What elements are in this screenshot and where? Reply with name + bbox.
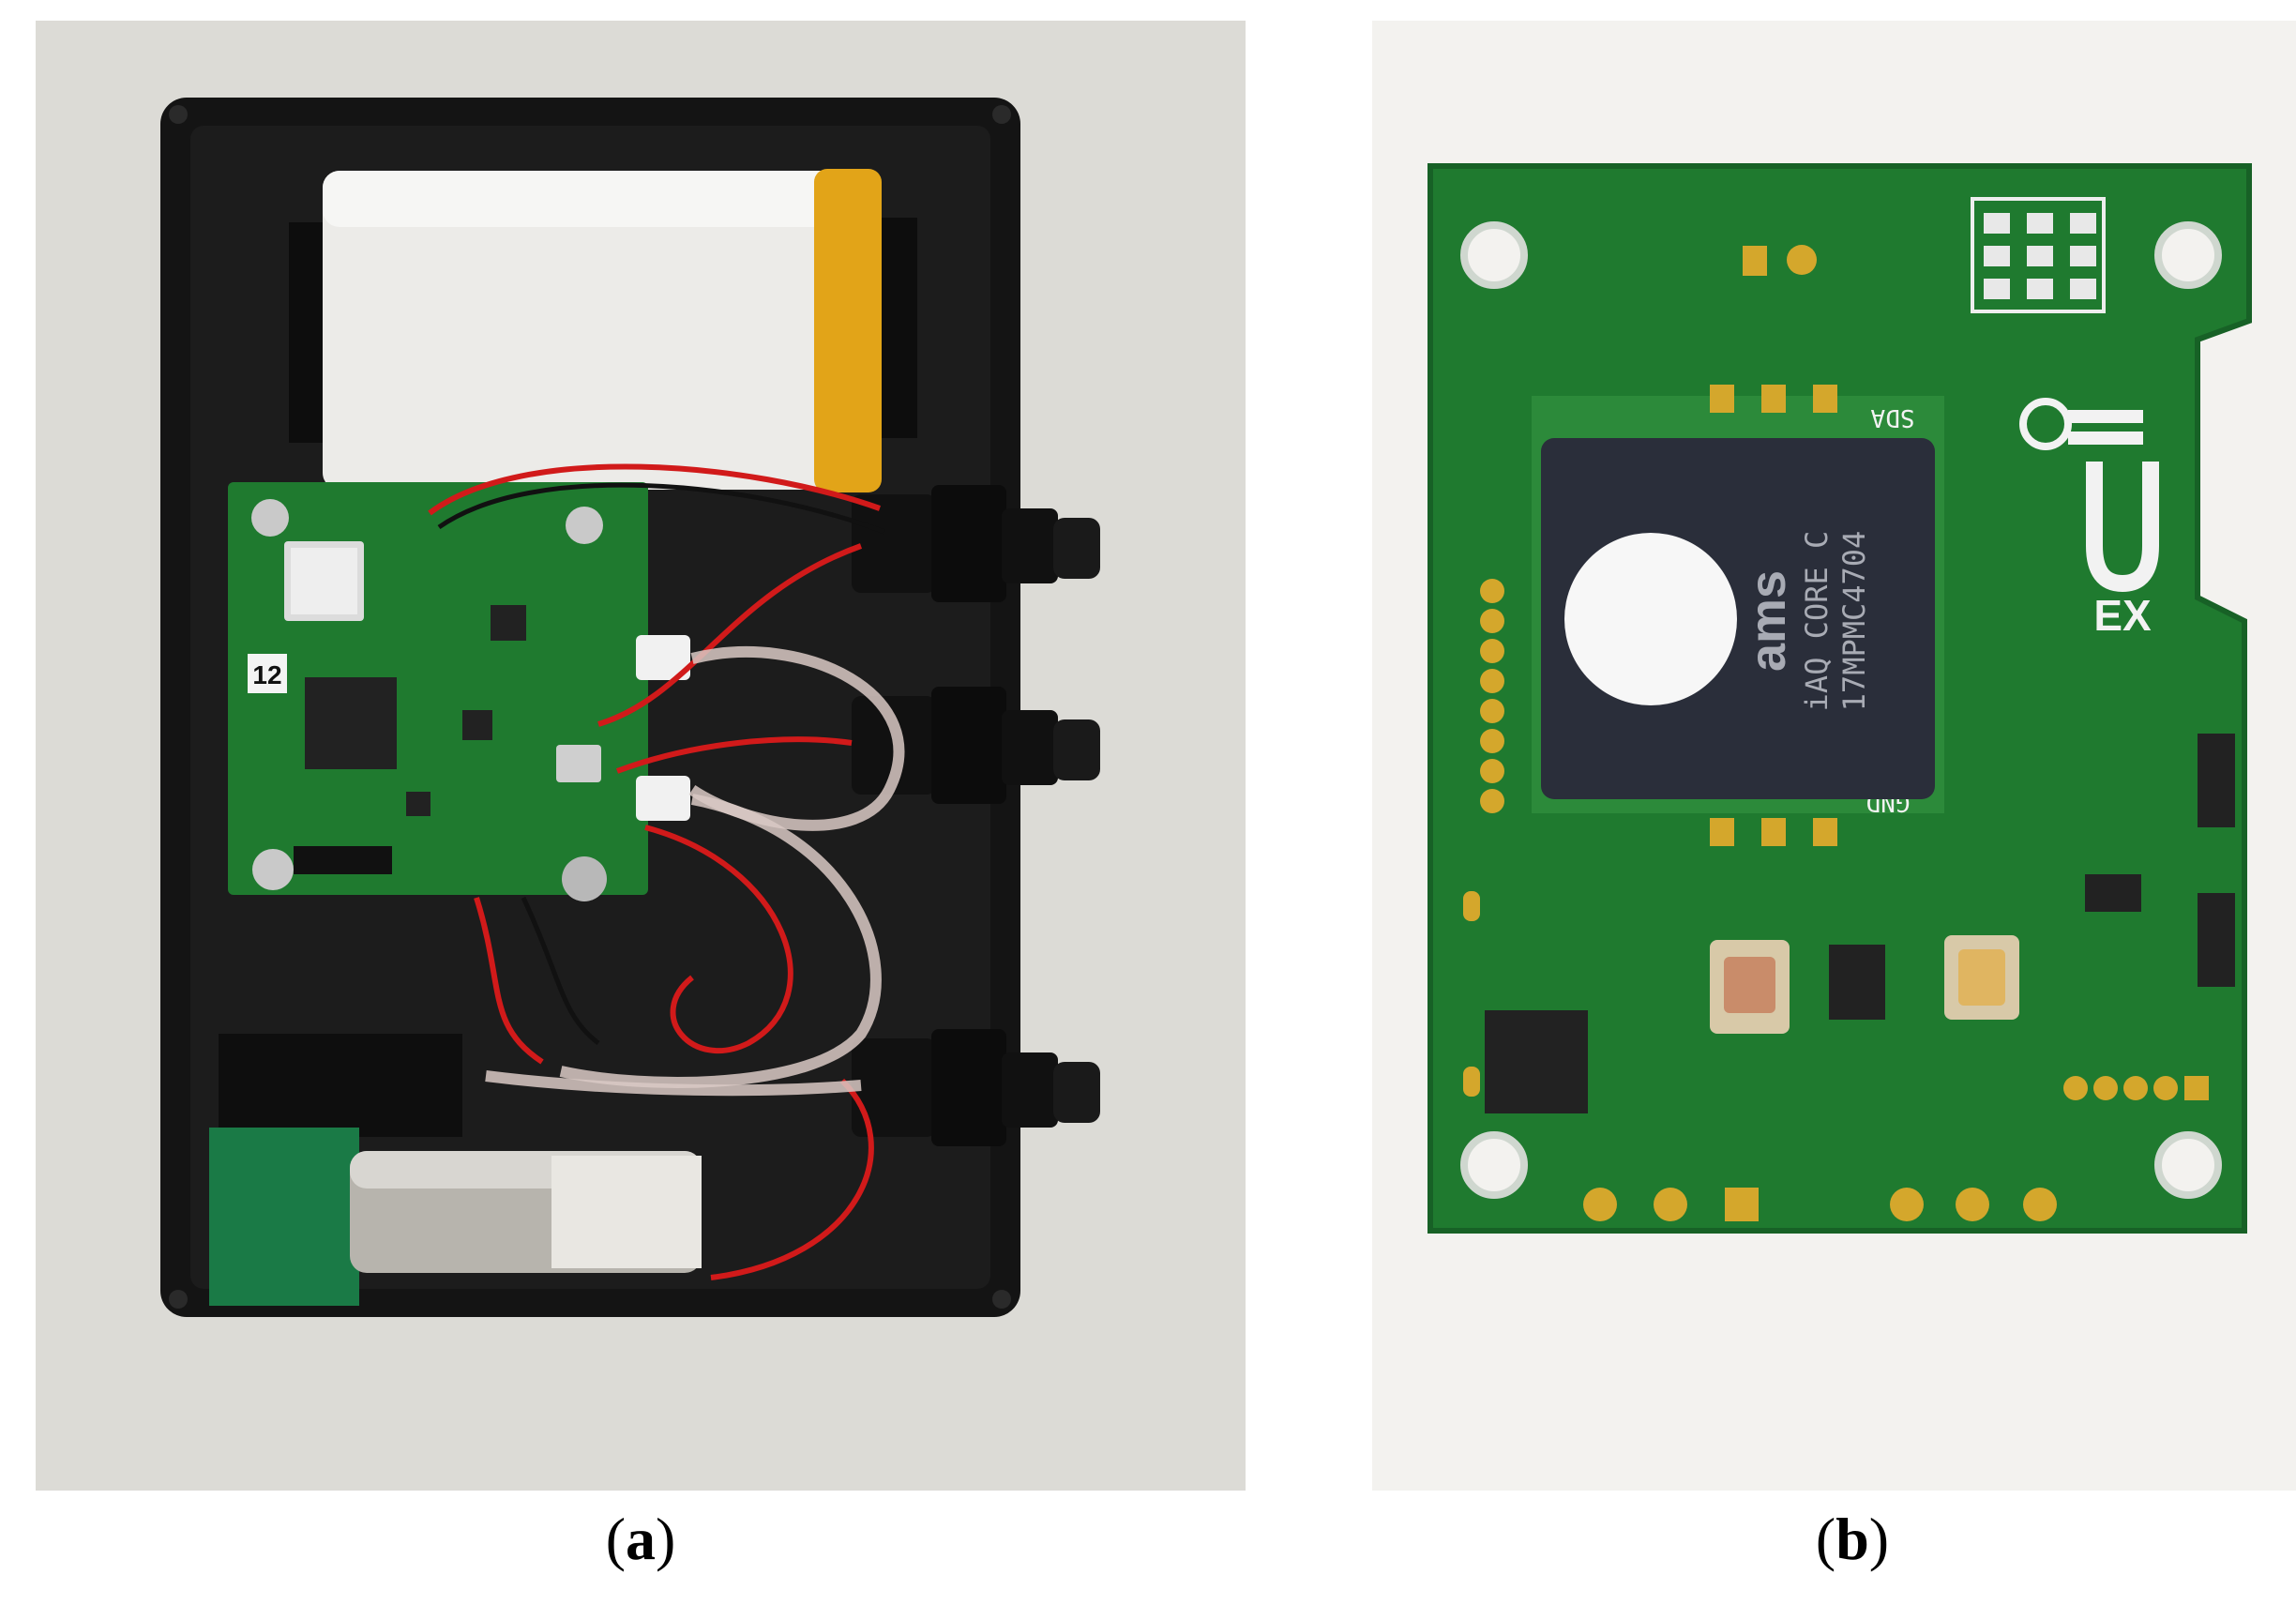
caption-a: (a) bbox=[547, 1497, 734, 1582]
pump-assembly bbox=[209, 1034, 702, 1306]
caption-a-letter: a bbox=[626, 1506, 656, 1572]
sensor-chip-left bbox=[1485, 1010, 1588, 1113]
cable-gland-top bbox=[852, 485, 1100, 602]
board-number: 12 bbox=[252, 660, 281, 689]
pump-bracket bbox=[209, 1128, 359, 1306]
microcontroller-chip bbox=[305, 677, 397, 769]
sensor-brand: ams bbox=[1740, 570, 1796, 672]
enclosure-illustration: 12 bbox=[160, 98, 1100, 1317]
sensor-chip-center bbox=[1829, 945, 1885, 1020]
pin-label-sda: SDA bbox=[1870, 403, 1914, 432]
caption-b-open: ( bbox=[1815, 1506, 1836, 1572]
air-quality-sensor-module bbox=[1541, 438, 1935, 799]
photo-a-enclosure: 12 bbox=[36, 21, 1246, 1491]
board-number-label bbox=[248, 654, 287, 693]
caption-b: (b) bbox=[1759, 1497, 1946, 1582]
sensor-serial: 17MPMC4704 bbox=[1836, 531, 1872, 712]
usb-connector bbox=[556, 745, 601, 782]
caption-a-close: ) bbox=[656, 1506, 676, 1572]
photo-b-sensor-board: SDA GND ams iAQ CORE C 17MPMC4704 EX bbox=[1372, 21, 2296, 1491]
sensor-model: iAQ CORE C bbox=[1799, 531, 1835, 712]
edge-pads bbox=[1463, 891, 2209, 1221]
cable-gland-bottom bbox=[852, 1029, 1100, 1146]
sensor-filter-membrane bbox=[1564, 533, 1737, 705]
university-logo: EX bbox=[2019, 398, 2159, 640]
caption-b-letter: b bbox=[1835, 1506, 1869, 1572]
sensor-board-illustration: SDA GND ams iAQ CORE C 17MPMC4704 EX bbox=[1427, 163, 2252, 1234]
main-pcb: 12 bbox=[228, 482, 690, 901]
left-header-pads bbox=[1480, 579, 1504, 813]
logo-text: EX bbox=[2093, 591, 2152, 640]
kapton-tape bbox=[814, 169, 882, 492]
battery-pack bbox=[323, 171, 848, 490]
caption-a-open: ( bbox=[605, 1506, 626, 1572]
caption-b-close: ) bbox=[1868, 1506, 1890, 1572]
